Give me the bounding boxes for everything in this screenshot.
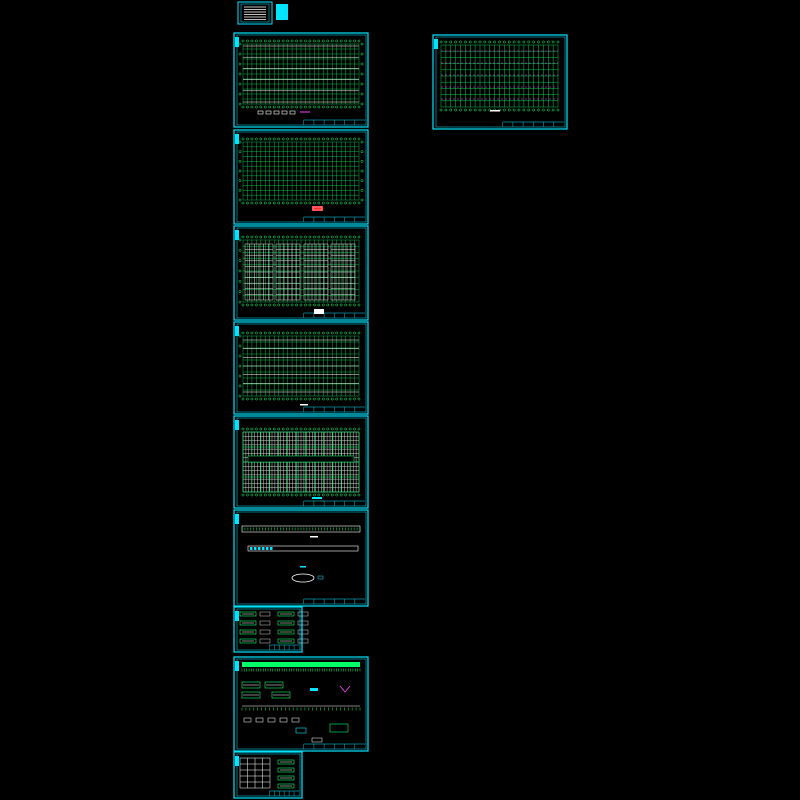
bracing-layout-sheet: [233, 321, 369, 415]
frame-details-sheet: [233, 606, 309, 653]
cover-index-sheet: [237, 1, 288, 25]
purlin-layout-sheet: [233, 225, 369, 321]
column-grid-sheet: [233, 32, 369, 128]
beam-layout-sheet: [233, 129, 369, 225]
roof-plan-sheet: [432, 34, 568, 130]
node-details-sheet: [233, 656, 369, 752]
elevation-sheet: [233, 415, 369, 509]
foundation-plan-sheet: [233, 751, 303, 799]
connection-details-sheet: [233, 509, 369, 607]
